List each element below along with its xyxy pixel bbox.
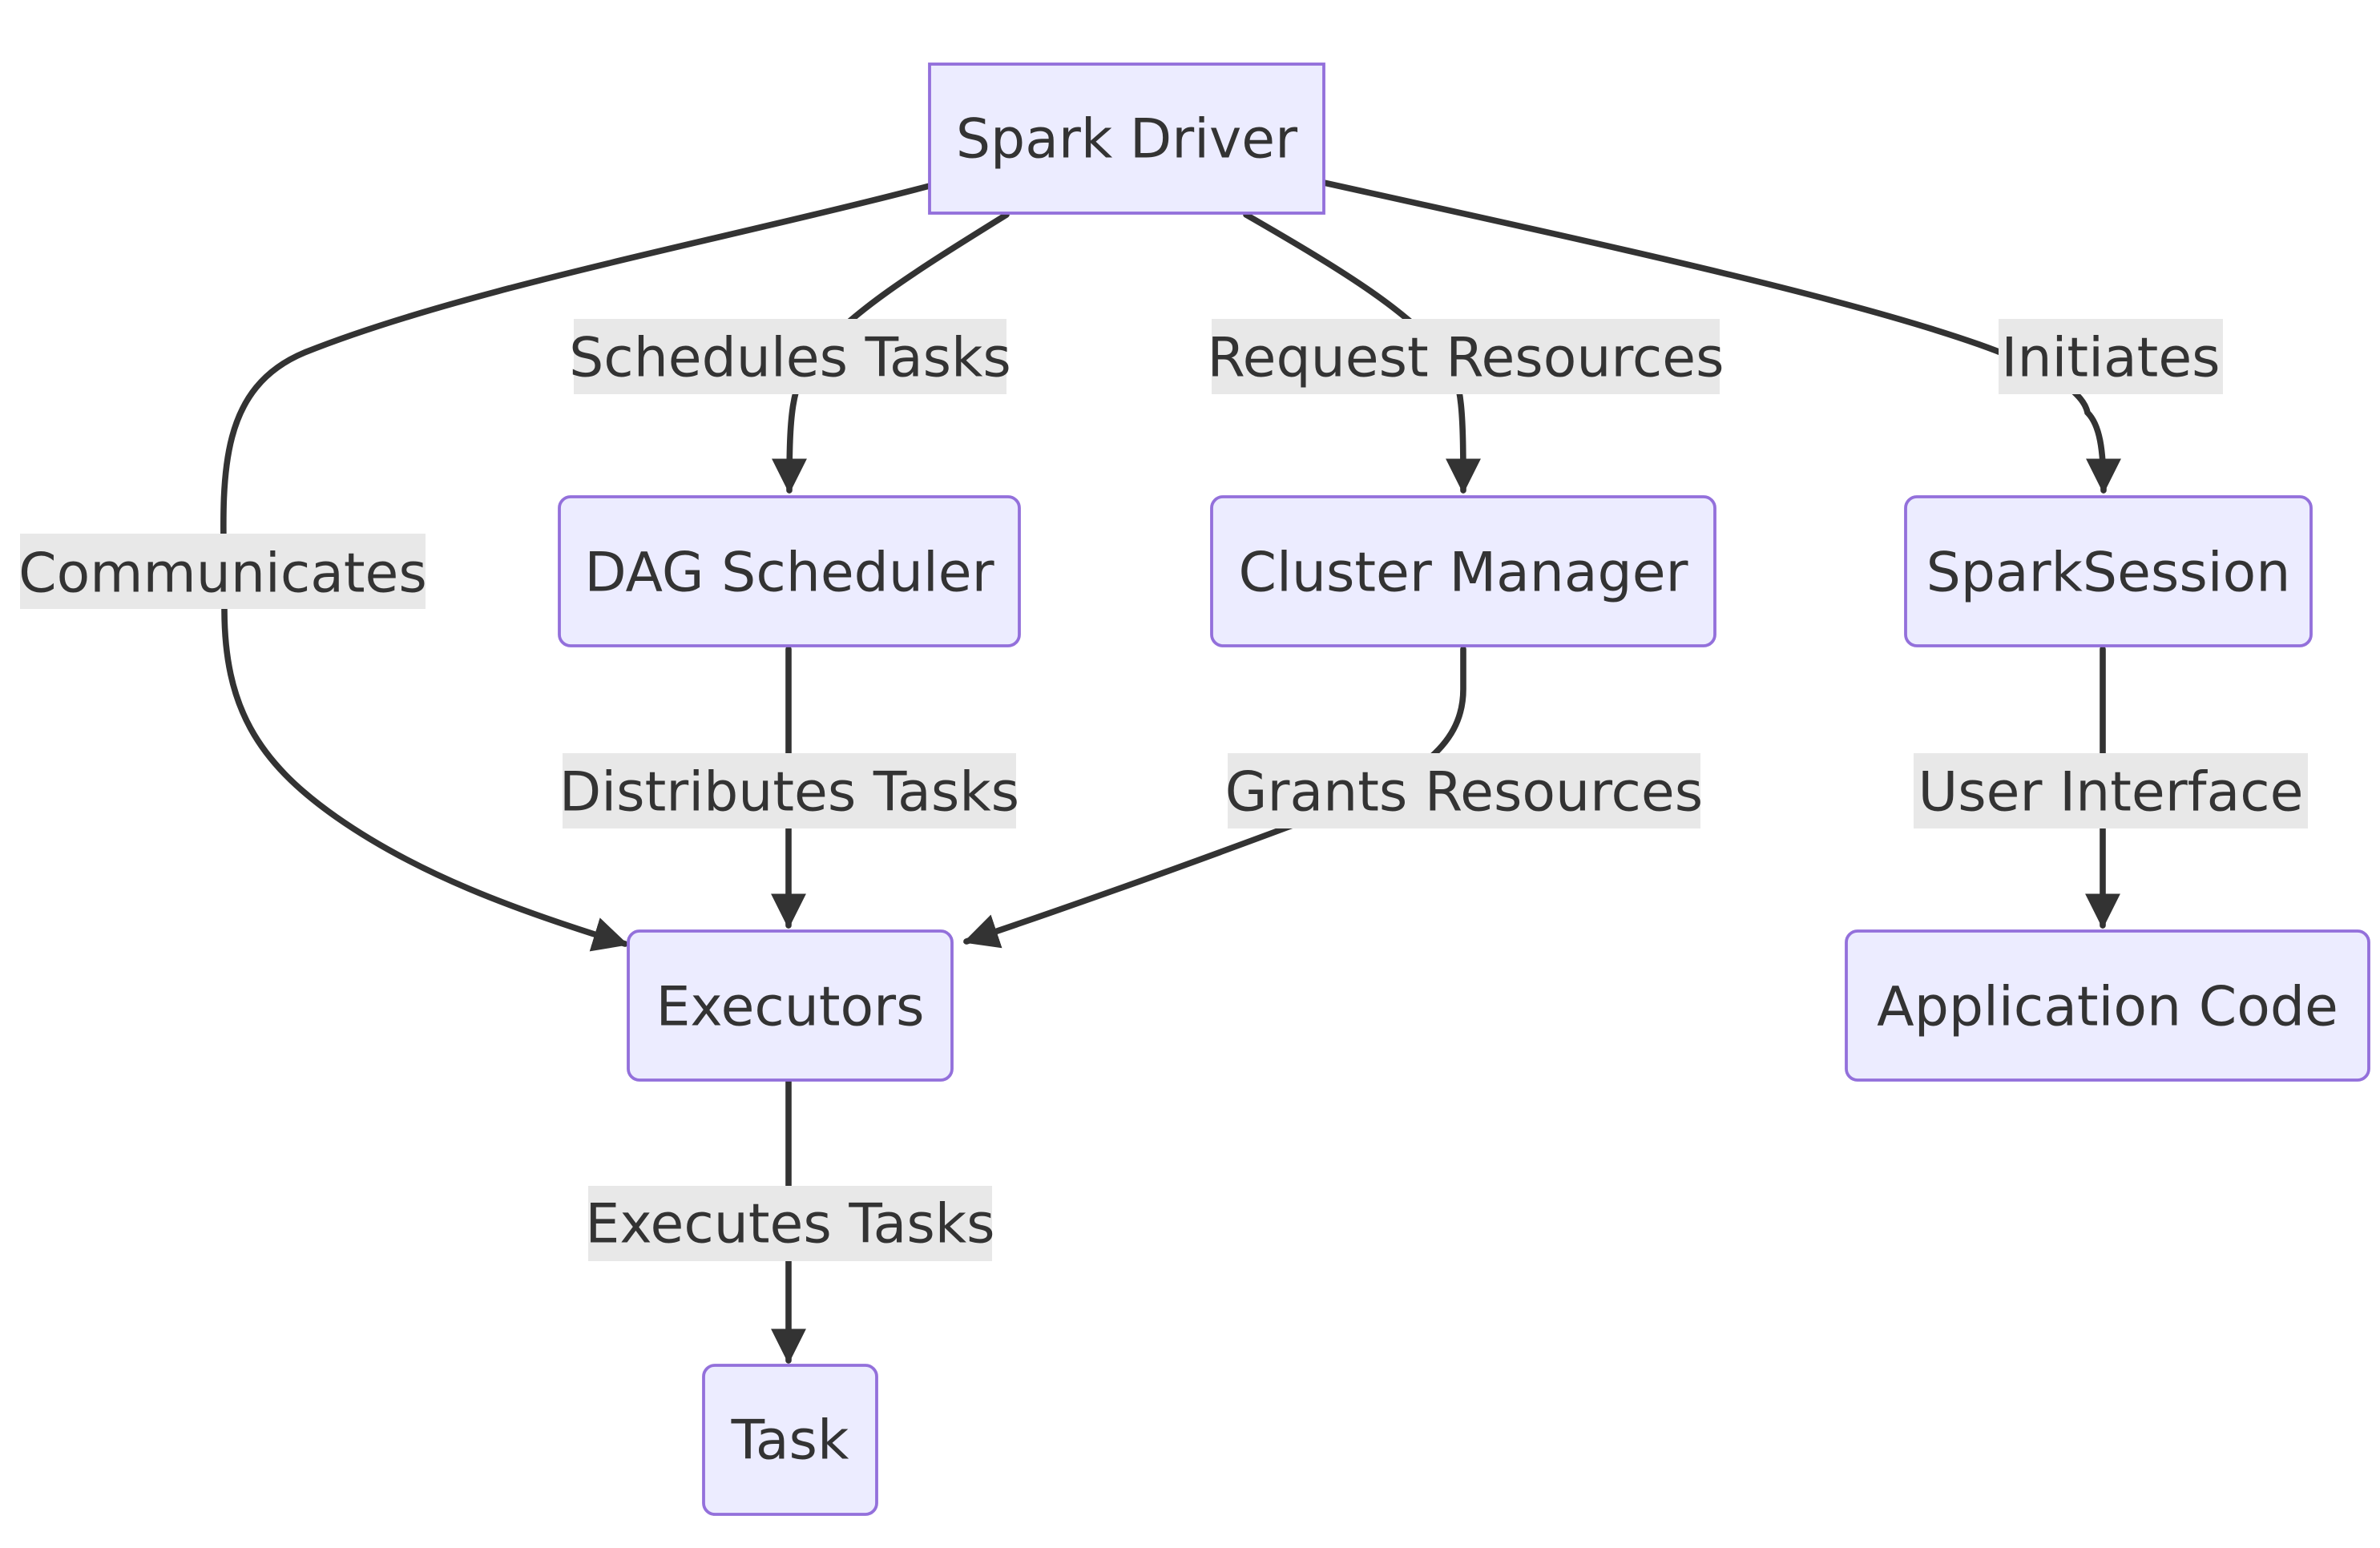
svg-text:User Interface: User Interface (1918, 761, 2303, 824)
edge-label-communicates: Communicates (18, 534, 427, 609)
edge-label-schedules-tasks: Schedules Tasks (569, 319, 1011, 394)
node-executors[interactable]: Executors (627, 929, 954, 1082)
svg-text:Executes Tasks: Executes Tasks (585, 1193, 994, 1256)
svg-text:DAG Scheduler: DAG Scheduler (584, 542, 994, 605)
svg-text:Spark Driver: Spark Driver (956, 108, 1297, 171)
edges (220, 179, 2121, 1365)
svg-text:Request Resources: Request Resources (1207, 327, 1724, 390)
edge-label-distributes-tasks: Distributes Tasks (559, 753, 1019, 828)
svg-text:Grants Resources: Grants Resources (1225, 761, 1703, 824)
node-task[interactable]: Task (702, 1364, 878, 1516)
svg-text:Task: Task (731, 1409, 849, 1473)
node-dag-scheduler[interactable]: DAG Scheduler (558, 495, 1021, 647)
svg-text:Schedules Tasks: Schedules Tasks (569, 327, 1011, 390)
edge-label-request-resources: Request Resources (1207, 319, 1724, 394)
edge-labels: Communicates Schedules Tasks Request Res… (18, 319, 2308, 1261)
edge-communicates (220, 183, 933, 952)
svg-text:Executors: Executors (656, 976, 924, 1039)
svg-text:SparkSession: SparkSession (1926, 542, 2291, 605)
svg-text:Communicates: Communicates (18, 542, 427, 606)
edge-label-user-interface: User Interface (1914, 753, 2308, 828)
node-application-code[interactable]: Application Code (1845, 929, 2370, 1082)
node-spark-session[interactable]: SparkSession (1904, 495, 2313, 647)
edge-label-executes-tasks: Executes Tasks (585, 1186, 995, 1261)
svg-text:Application Code: Application Code (1877, 976, 2338, 1039)
edge-label-initiates: Initiates (1999, 319, 2223, 394)
edge-label-grants-resources: Grants Resources (1225, 753, 1703, 828)
svg-text:Cluster Manager: Cluster Manager (1238, 542, 1688, 605)
node-spark-driver[interactable]: Spark Driver (928, 62, 1325, 215)
svg-text:Initiates: Initiates (2001, 327, 2220, 390)
edge-initiates (1321, 179, 2121, 494)
svg-text:Distributes Tasks: Distributes Tasks (559, 761, 1019, 824)
node-cluster-manager[interactable]: Cluster Manager (1210, 495, 1716, 647)
nodes: Spark Driver DAG Scheduler Cluster Manag… (558, 62, 2370, 1516)
